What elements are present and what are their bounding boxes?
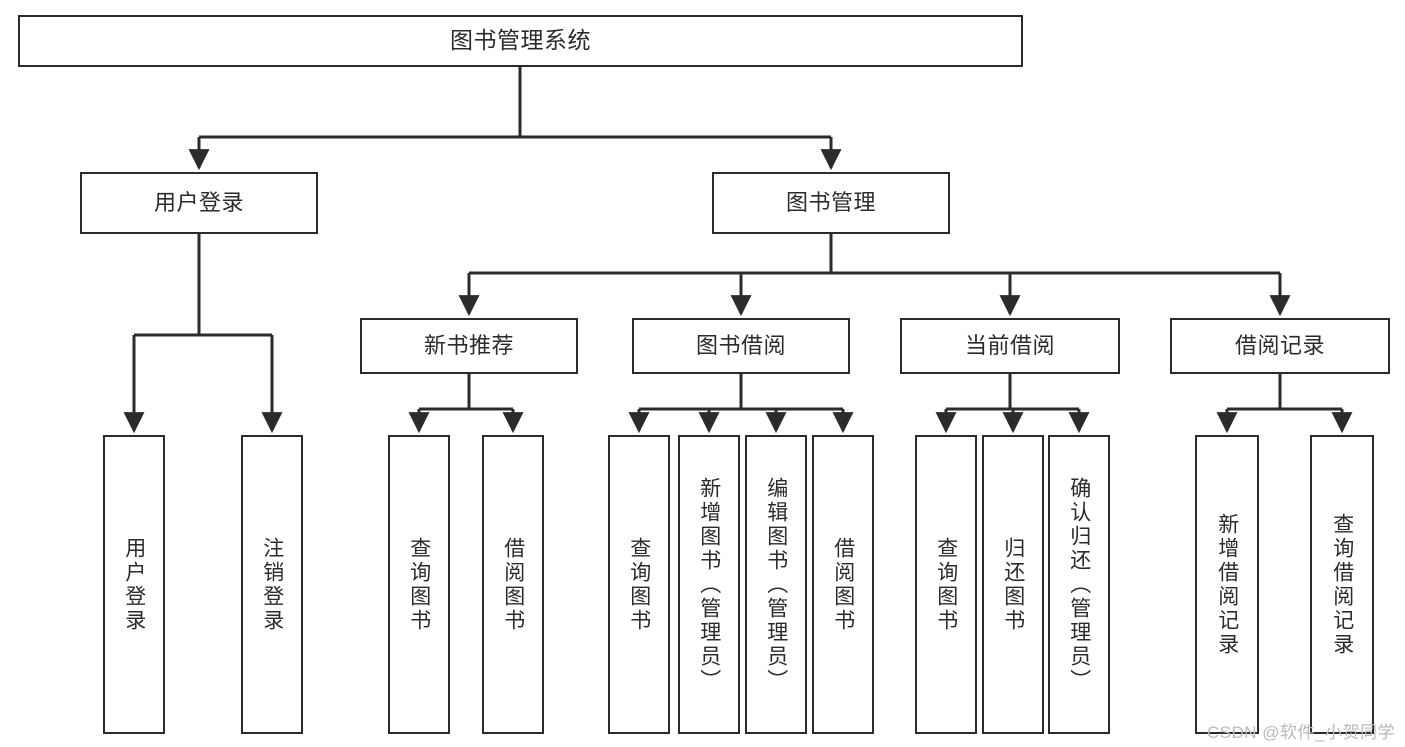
node-label: 借阅图书 [831,536,855,633]
node-label: 图书管理 [785,189,876,215]
node-label: 用户登录 [122,536,146,633]
node-label: 借阅图书 [501,536,525,633]
node-label: 查询图书 [934,536,958,633]
leaf-add-borrowing-record[interactable]: 新增借阅记录 [1195,435,1259,734]
node-current-borrowing[interactable]: 当前借阅 [900,318,1120,374]
node-label: 借阅记录 [1234,332,1325,358]
leaf-query-books-new[interactable]: 查询图书 [388,435,450,734]
leaf-logout[interactable]: 注销登录 [241,435,303,734]
node-label: 用户登录 [153,189,244,215]
leaf-confirm-return-admin[interactable]: 确认归还（管理员） [1048,435,1110,734]
node-label: 当前借阅 [964,332,1055,358]
node-label: 新增借阅记录 [1215,512,1239,657]
leaf-edit-book-admin[interactable]: 编辑图书（管理员） [745,435,807,734]
leaf-borrow-books[interactable]: 借阅图书 [812,435,874,734]
node-label: 归还图书 [1001,536,1025,633]
node-root-book-management-system[interactable]: 图书管理系统 [18,15,1023,67]
node-label: 图书借阅 [695,332,786,358]
node-label: 查询借阅记录 [1330,512,1354,657]
node-label: 编辑图书（管理员） [764,476,788,693]
node-new-book-recommendation[interactable]: 新书推荐 [360,318,578,374]
node-borrowing-records[interactable]: 借阅记录 [1170,318,1390,374]
leaf-return-books[interactable]: 归还图书 [982,435,1044,734]
node-label: 查询图书 [407,536,431,633]
node-label: 确认归还（管理员） [1067,476,1091,693]
node-label: 查询图书 [627,536,651,633]
node-book-borrowing[interactable]: 图书借阅 [632,318,850,374]
node-user-login[interactable]: 用户登录 [80,172,318,234]
node-label: 注销登录 [260,536,284,633]
node-book-management[interactable]: 图书管理 [712,172,950,234]
leaf-query-books-current[interactable]: 查询图书 [915,435,977,734]
leaf-user-login[interactable]: 用户登录 [103,435,165,734]
node-label: 图书管理系统 [450,27,591,54]
leaf-borrow-books-new[interactable]: 借阅图书 [482,435,544,734]
node-label: 新增图书（管理员） [697,476,721,693]
leaf-query-borrowing-record[interactable]: 查询借阅记录 [1310,435,1374,734]
node-label: 新书推荐 [423,332,514,358]
leaf-query-books-borrow[interactable]: 查询图书 [608,435,670,734]
leaf-add-book-admin[interactable]: 新增图书（管理员） [678,435,740,734]
watermark: CSDN @软件_小贺同学 [1206,723,1395,742]
